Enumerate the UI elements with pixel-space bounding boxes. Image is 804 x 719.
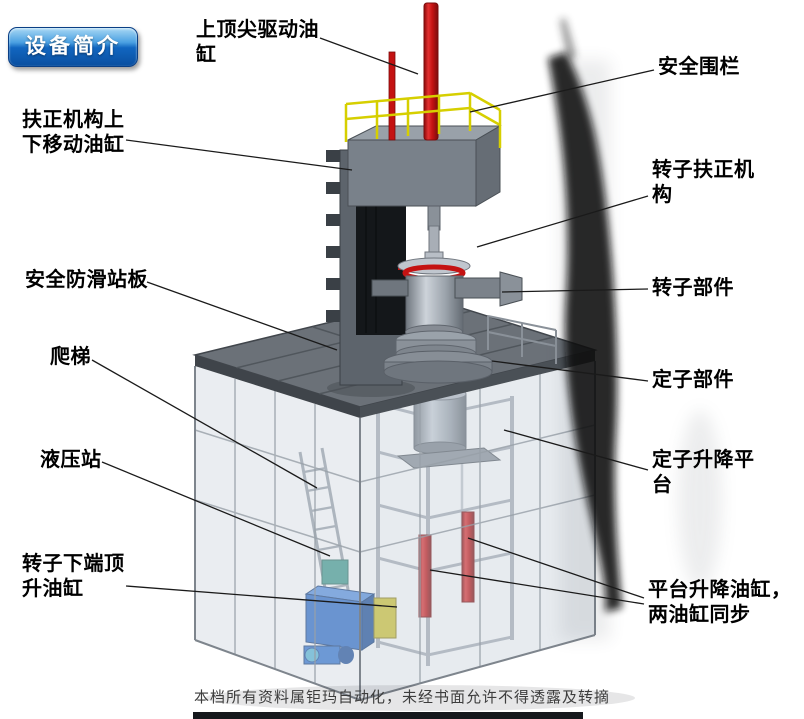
- leader-stator-part: [491, 360, 649, 382]
- leader-ladder: [91, 359, 318, 489]
- label-rotor-part: 转子部件: [652, 277, 734, 299]
- label-jacking-cylinder: 转子下端顶升油缸: [22, 553, 125, 600]
- label-centering-cylinder: 扶正机构上下移动油缸: [22, 109, 125, 156]
- top-red-cylinder: [388, 2, 439, 141]
- label-hydraulic-station: 液压站: [40, 449, 102, 471]
- leader-safety-fence: [469, 69, 655, 113]
- leader-hydraulic-station: [101, 461, 331, 557]
- leader-rotor-centering: [476, 195, 649, 248]
- interior-equipment: [298, 387, 514, 666]
- enclosure: [194, 361, 596, 702]
- label-ladder: 爬梯: [50, 346, 91, 368]
- label-stator-part: 定子部件: [652, 369, 734, 391]
- leader-centering-cylinder: [125, 139, 353, 171]
- leader-top-cylinder: [319, 37, 419, 75]
- label-antislip-board: 安全防滑站板: [25, 269, 148, 291]
- shadow-smudge: [548, 18, 722, 640]
- leader-platform-cylinder-2: [429, 569, 645, 605]
- leader-platform-cylinder-1: [467, 537, 645, 599]
- platform-side-rail: [487, 315, 557, 364]
- label-top-cylinder: 上顶尖驱动油缸: [196, 19, 319, 66]
- bottom-strip: [193, 712, 583, 719]
- rotor-assembly: [371, 225, 523, 384]
- leader-stator-platform: [503, 429, 649, 471]
- label-safety-fence: 安全围栏: [658, 56, 740, 78]
- leader-antislip-board: [146, 281, 338, 351]
- title-badge: 设备简介: [8, 27, 138, 67]
- leader-rotor-part: [501, 288, 649, 293]
- watermark-text: 本档所有资料属钜玛自动化，未经书面允许不得透露及转摘: [193, 689, 610, 706]
- leader-lines: [91, 37, 655, 608]
- label-stator-platform: 定子升降平台: [652, 449, 755, 496]
- floor-shadow: [205, 685, 635, 711]
- leader-jacking-cylinder: [125, 585, 398, 608]
- hydraulic-station-graphic: [303, 559, 397, 665]
- lower-red-cylinders: [418, 511, 475, 618]
- label-platform-cylinders: 平台升降油缸，两油缸同步: [648, 579, 792, 626]
- label-rotor-centering: 转子扶正机构: [652, 159, 755, 206]
